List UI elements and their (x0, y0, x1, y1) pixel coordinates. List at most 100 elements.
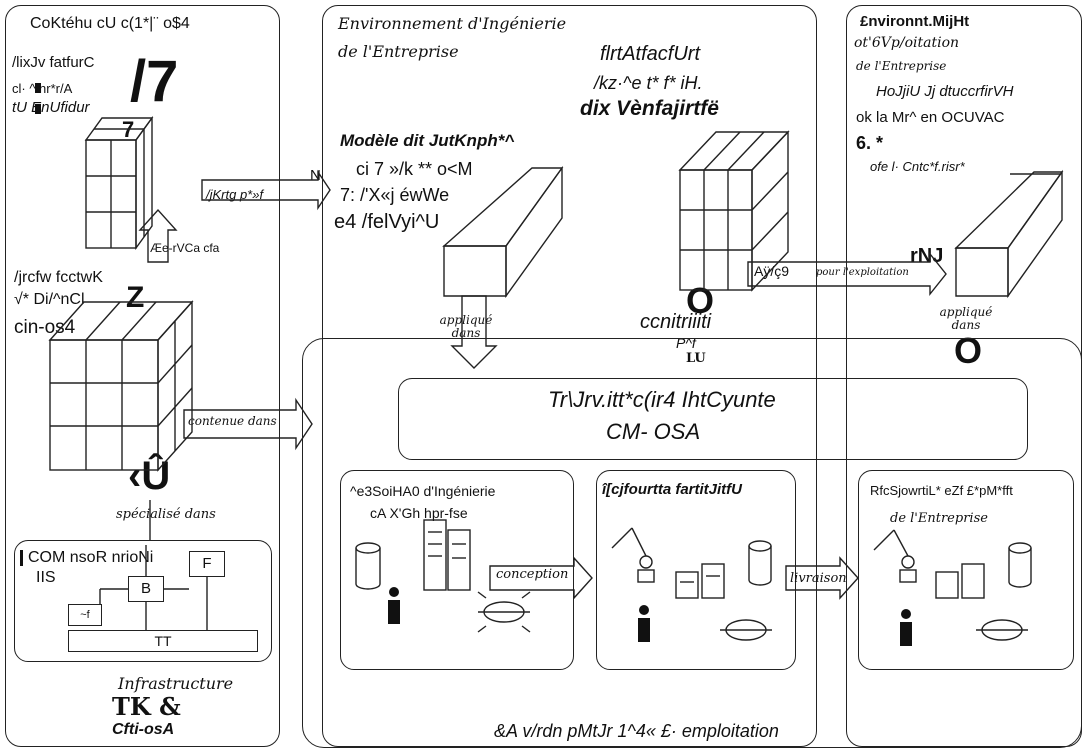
lower-frame (302, 338, 1082, 748)
server-rack-icon (423, 519, 471, 591)
banner-line1: Tr\Jrv.itt*c(ir4 IhtCyunte (548, 387, 776, 412)
rh-head3: dix Vènfajirtfë (580, 97, 719, 120)
bottom-box-right (858, 470, 1074, 670)
left-mid3: cin-os4 (14, 317, 76, 338)
center-title2: de l'Entreprise (338, 42, 459, 61)
person-icon-left (388, 587, 400, 624)
node-f-label: F (202, 555, 212, 572)
between-arrow-icon (201, 169, 331, 211)
exploit-prefix: Aÿ/ç9 (754, 263, 790, 279)
livraison-label: livraison (790, 571, 847, 586)
node-small: ~f (68, 604, 102, 626)
database-icon-right (1008, 542, 1032, 588)
right-sub4: ofe l· Cntc*f.risr* (870, 159, 965, 174)
database-icon (355, 542, 381, 590)
footer-text: &A v/rdn pMtJr 1^4« £· emploitation (494, 721, 779, 741)
center-down-arrow-icon (450, 295, 498, 369)
left-top-cube-icon (84, 115, 154, 251)
subpanel-line1: COM nsoR nrioNi (28, 549, 154, 566)
robot-arm-icon-mid (611, 527, 655, 583)
bottom-box-mid (596, 470, 796, 670)
right-o-glyph: O (954, 330, 983, 371)
arrow-between-n: N (310, 167, 321, 184)
person-icon-mid (638, 605, 650, 642)
node-tt: TT (68, 630, 258, 652)
right-sub2: ok la Mr^ en OCUVAC (856, 109, 1005, 126)
network-hub-icon-mid (720, 619, 772, 641)
center-applique: appliqué dans (439, 313, 493, 340)
center-panel (322, 5, 817, 747)
left-mid2: √* Di/^nCl (14, 291, 85, 308)
left-big-glyph: /7 (130, 49, 179, 114)
node-small-label: ~f (80, 609, 90, 621)
subpanel-line2: IIS (36, 569, 56, 586)
center-ccn: ccnitriiiti (640, 311, 712, 333)
right-beam-icon (954, 169, 1064, 299)
rh-head2: /kz·^e t* f* iH. (594, 73, 703, 93)
bottom-left2: cA X'Gh hpr-fse (370, 505, 468, 521)
center-pf: P^f (676, 335, 696, 351)
left-sub3: tU EnUfidur (12, 99, 90, 116)
subpanel-tick (20, 550, 23, 566)
server-rack-icon-right (935, 563, 985, 599)
network-hub-icon-left (477, 591, 531, 633)
bottom-box-left (340, 470, 574, 670)
right-title3: de l'Entreprise (856, 59, 947, 73)
left-bottom-tk: TK & (112, 692, 181, 721)
bottom-left1: ^e3SoiHA0 d'Ingénierie (350, 483, 496, 499)
left-marker-bar-1 (35, 83, 41, 93)
left-subpanel (14, 540, 272, 662)
center-beam-icon (442, 165, 564, 299)
subpanel-network (99, 545, 208, 630)
model-head4: e4 /felVyi^U (334, 211, 440, 233)
banner-box (398, 378, 1028, 460)
right-title1: £nvironnt.MijHt (860, 13, 970, 30)
left-panel (5, 5, 280, 747)
server-rack-icon-mid (675, 563, 725, 599)
conception-label: conception (496, 567, 569, 582)
person-icon-right (900, 609, 912, 646)
exploit-arrow-icon (747, 252, 947, 296)
model-head1: Modèle dit JutKnph*^ (340, 131, 515, 150)
contenue-arrow-icon (183, 397, 313, 451)
node-b: B (128, 576, 164, 602)
right-applique: appliqué dans (939, 305, 993, 332)
center-o-glyph: O (686, 280, 715, 321)
left-u-glyph: ‹Û (128, 454, 171, 498)
contenue-label: contenue dans (188, 414, 277, 428)
network-hub-icon-right (976, 619, 1028, 641)
left-sub1: /lixJv fatfurC (12, 54, 95, 71)
banner-line2: CM- OSA (606, 419, 701, 444)
exploit-label: pour l'exploitation (816, 267, 909, 278)
center-title1: Environnement d'Ingénierie (338, 14, 567, 33)
left-sub2: cl· ^tnr*r/A (12, 81, 73, 96)
database-icon-mid (748, 540, 772, 586)
specialise-label: spécialisé dans (116, 507, 216, 522)
robot-arm-icon-right (873, 529, 917, 583)
up-arrow-icon (138, 208, 178, 263)
center-big-cube-icon (678, 130, 790, 292)
conception-arrow-icon (489, 556, 593, 600)
infrastructure-label: Infrastructure (118, 674, 234, 693)
right-title2: ot'6Vp/oitation (854, 35, 960, 51)
right-sub1: HoJjiU Jj dtuccrfirVH (876, 83, 1014, 100)
left-big-cube-icon (48, 300, 194, 472)
livraison-arrow-icon (785, 556, 859, 600)
right-sub3: 6. * (856, 133, 884, 153)
center-lu: LU (686, 351, 706, 366)
bottom-right1: RfcSjowrtiL* eZf £*pM*fft (870, 483, 1013, 498)
left-bottom-cfti: Cfti-osA (112, 721, 175, 738)
rh-head1: flrtAtfacfUrt (600, 43, 701, 65)
bottom-mid: î[cjfourtta fartitJitfU (602, 481, 742, 498)
left-panel-title: CoKtéhu cU c(1*|¨ o$4 (30, 15, 190, 32)
model-head3: 7: /'X«j éwWe (340, 185, 450, 205)
model-head2: ci 7 »/k ** o<M (356, 159, 473, 179)
left-mid1: /jrcfw fcctwK (14, 269, 103, 286)
node-b-label: B (140, 580, 151, 597)
left-z-glyph: Z (126, 281, 145, 314)
bottom-right2: de l'Entreprise (890, 511, 988, 526)
node-f: F (189, 551, 225, 577)
left-marker-bar-2 (35, 104, 41, 114)
arrow-between-label: /jKrtg p*»f (206, 187, 264, 202)
